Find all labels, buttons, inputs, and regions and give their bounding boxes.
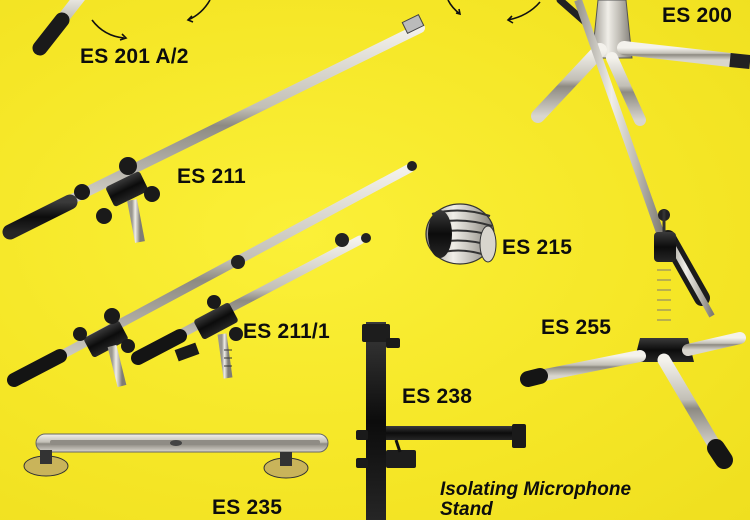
label-es201a2: ES 201 A/2: [80, 45, 189, 68]
label-es215: ES 215: [502, 236, 573, 259]
label-es235: ES 235: [212, 496, 283, 519]
label-es238: ES 238: [402, 385, 473, 408]
caption-line-1: Isolating Microphone: [440, 479, 632, 500]
es238-stand: [356, 322, 526, 520]
top-arrows: [447, 0, 589, 26]
caption-line-2: Stand: [440, 499, 493, 520]
es211-1-booms: [7, 161, 417, 388]
label-es255: ES 255: [541, 316, 612, 339]
label-es211-1: ES 211/1: [243, 320, 330, 343]
es255-stand: [520, 0, 746, 469]
es215-adapter: [425, 203, 497, 265]
es200-tripod: [531, 0, 750, 126]
caption-isolating-stand: Isolating Microphone Stand: [440, 480, 631, 520]
es235-bar: [23, 433, 329, 479]
es201a2-boom-fragment: [32, 0, 211, 56]
label-es211: ES 211: [177, 165, 246, 188]
es211-boom: [2, 13, 425, 243]
label-es200: ES 200: [662, 4, 733, 27]
